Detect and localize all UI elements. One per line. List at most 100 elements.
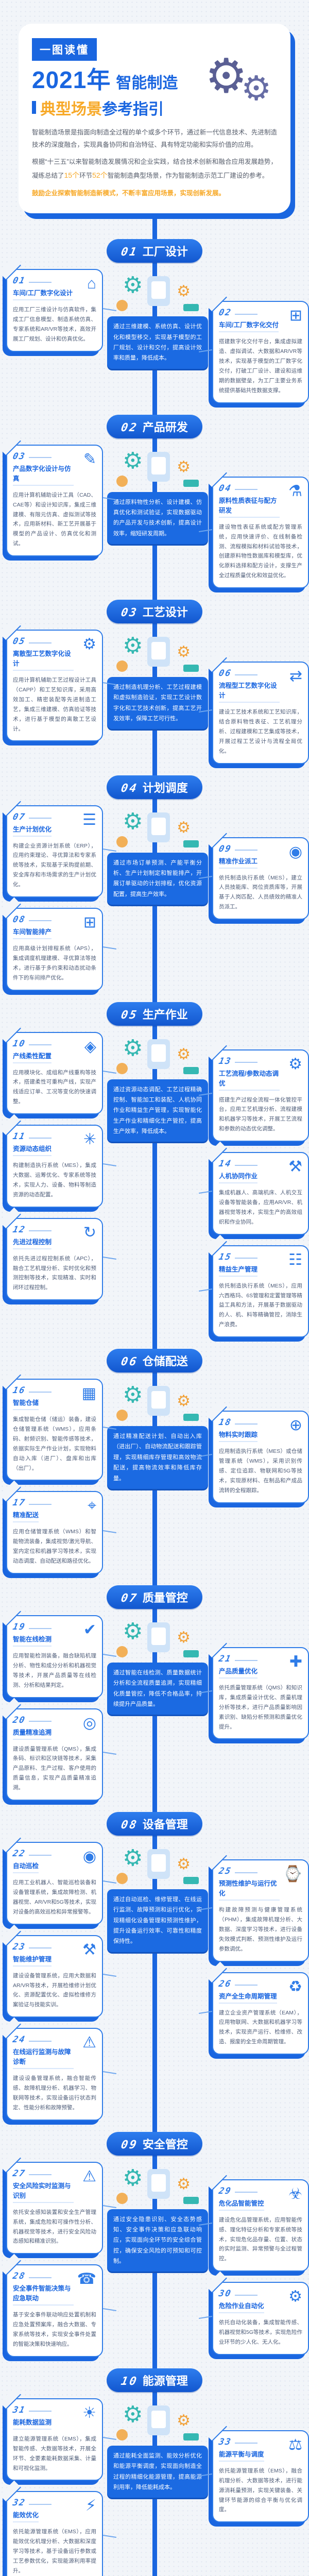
section-title: 生产作业 [142,1008,188,1021]
scenario-card: 17 精准配送 ⌖ 应用仓储管理系统（WMS）和智能物流装备，集成视觉/激光导航… [6,1491,103,1574]
card-icon: ✚ [289,1653,302,1671]
intro-p2-post: 智能制造典型场景，作为智能制造示范工厂建设的参考。 [107,172,269,179]
scenario-card: 26 资产全生命周期管理 ♻ 建立企业资产管理系统（EAM），应用物联网、大数据… [212,1972,309,2055]
right-card-column: 25 预测性维护与运行优化 ⌚ 构建故障预测与健康管理系统（PHM），集成故障机… [212,1859,309,2121]
card-number: 05 [11,636,27,647]
scenario-card: 10 产线柔性配置 ◈ 应用模块化、成组和产线重构等技术，搭建柔性可重构产线，实… [6,1031,103,1115]
card-description: 建立企业资产管理系统（EAM），应用物联网、大数据和机器学习等技术，实现资产运行… [219,2009,302,2045]
card-title: 精准作业派工 [219,856,258,869]
scenario-card: 03 产品数字化设计与仿真 ✎ 应用计算机辅助设计工具（CAD、CAE等）和设计… [6,444,103,557]
card-icon: ⌖ [88,1497,96,1515]
illustration-dot [116,660,128,672]
card-title: 流程型工艺数字化设计 [219,680,280,703]
number-underline [29,1044,52,1046]
card-description: 依托制造执行系统（MES），应用六西格玛、6S管理和定置管理等精益工具和方法，开… [219,1282,302,1328]
left-card-column: 31 能耗数据监测 ☀ 建立能源管理系统（EMS），集成智能传感、大数据等技术，… [6,2398,103,2576]
card-header: 12 先进过程控制 ↻ [12,1225,96,1249]
section-title: 质量管控 [142,1591,188,1605]
center-column: ⚙ ⚙ 通过市场订单预测、产能平衡分析、生产计划制定和智能排产，开展订单驱动的计… [107,805,208,991]
section-columns: 27 安全风险实时监测与识别 ⚠ 依托安全感知装置和安全生产管理系统，集成危险和… [6,2161,309,2357]
number-underline [235,1164,258,1166]
card-number: 31 [11,2404,27,2415]
illustration-dot [116,300,128,312]
card-header: 18 物料实时跟踪 ⊕ [218,1417,302,1443]
illustration-gear-small-icon: ⚙ [177,1393,191,1410]
illustration-gear-small-icon: ⚙ [177,1856,191,1873]
card-icon: ⚙ [288,2288,302,2306]
number-underline [29,642,52,643]
scenario-card: 23 智能维护管理 ⚒ 建设设备管理系统，应用大数据和AR/VR等技术，开展检维… [6,1935,103,2018]
scenario-card: 21 产品质量优化 ✚ 依托质量管理系统（QMS）和知识库，集成质量设计优化、质… [212,1647,309,1740]
card-header: 26 资产全生命周期管理 ♻ [218,1978,302,2004]
card-icon: ⚒ [82,1941,96,1958]
card-header: 31 能耗数据监测 ☀ [11,2404,96,2430]
card-icon: ⊕ [289,1417,302,1434]
number-underline [235,489,258,490]
flow-connector-start [152,213,157,239]
card-header: 14 人机协同作业 ⚒ [218,1159,302,1184]
scenario-card: 15 精益生产管理 ☷ 依托制造执行系统（MES），应用六西格玛、6S管理和定置… [212,1245,309,1338]
center-column: ⚙ ⚙ 通过资源动态调配、工艺过程精确控制、智能加工和装配、人机协同作业和精益生… [107,1032,208,1338]
scenario-card: 20 质量精准追溯 ◎ 建设质量管理系统（QMS），集成条码、标识和区块链等技术… [6,1708,103,1801]
section-columns: 05 离散型工艺数字化设计 ⚙ 应用计算机辅助工艺过程设计工具（CAPP）和工艺… [6,630,309,764]
card-description: 建设设备管理系统，应用大数据和AR/VR等技术，开展检维修计划优化、资源配置优化… [13,1972,96,2008]
card-number: 20 [11,1715,27,1725]
card-title: 工艺流程/参数动态调优 [219,1068,280,1091]
card-title: 危化品智能管控 [219,2198,264,2211]
center-column: ⚙ ⚙ 通过智能在线检测、质量数据统计分析和全流程质量追溯，实现精细化质量管控，… [107,1615,208,1801]
illustration-dot [116,2192,128,2204]
section-summary: 通过能耗全面监测、能效分析优化和能源平衡调度，实现面向制造全过程的精细化能源管理… [107,2445,208,2498]
illustration-screen-inner [151,642,166,660]
card-number: 03 [11,451,27,462]
card-header: 32 能效优化 ⚡ [12,2498,96,2523]
card-description: 集成机器人、高端机床、人机交互设备等智能装备，应用AR/VR、机器视觉等技术，实… [219,1190,302,1225]
illustration-machine-block [183,2433,199,2441]
card-number: 04 [217,483,233,494]
card-header: 30 危险作业自动化 ⚙ [218,2288,302,2314]
number-underline [235,674,258,675]
scenario-card: 24 在线运行监测与故障诊断 ⚠ 建设设备管理系统，融合智能传感、故障机理分析、… [6,2028,103,2121]
section-columns: 31 能耗数据监测 ☀ 建立能源管理系统（EMS），集成智能传感、大数据等技术，… [6,2398,309,2576]
number-underline [29,818,52,819]
right-card-column: 04 原料性质表征与配方研发 ⚗ 建设物性表征系统或配方管理系统，应用快速评价、… [212,462,309,589]
scenario-card: 33 能源平衡与调度 ⚖ 依托能源管理系统（EMS），融合机理分析、大数据等技术… [212,2430,309,2523]
section-columns: 10 产线柔性配置 ◈ 应用模块化、成组和产线重构等技术，搭建柔性可重构产线，实… [6,1031,309,1338]
card-header: 21 产品质量优化 ✚ [218,1653,302,1679]
intro-text: 智能制造场景是指面向制造全过程的单个或多个环节，通过新一代信息技术、先进制造技术… [32,126,277,200]
section-number: 06 [120,1355,139,1369]
subtitle-rest: 参考指引 [102,100,164,118]
intro-paragraph-2: 根据“十三五”以来智能制造发展情况和企业实践，结合技术创新和融合应用发展趋势，凝… [32,156,277,182]
scenario-card: 16 智能仓储 ▦ 集成智能仓储（储运）装备，建设仓储管理系统（WMS），应用条… [6,1379,103,1481]
card-number: 07 [11,811,27,822]
scenario-card: 11 资源动态组织 ✳ 构建制造执行系统（MES），集成大数据、运筹优化、专家系… [6,1125,103,1208]
card-description: 建立能源管理系统（EMS），集成智能传感、大数据等技术，开展全环节、全要素能耗数… [13,2435,96,2471]
card-title: 资产全生命周期管理 [219,1991,277,2004]
illustration-gear-small-icon: ⚙ [177,458,191,476]
card-description: 构建企业资源计划系统（ERP），应用约束理论、寻优算法和专家系统等技术，实现基于… [13,842,96,888]
scenario-card: 01 车间/工厂数字化设计 ⌂ 应用工厂三维设计与仿真软件，集成工厂信息模型、制… [6,269,103,352]
scenario-card: 27 安全风险实时监测与识别 ⚠ 依托安全感知装置和安全生产管理系统，集成危险和… [6,2161,103,2255]
scenario-card: 02 车间/工厂数字化交付 ⊞ 搭建数字化交付平台，集成虚拟建造、虚拟调试、大数… [212,301,309,403]
intro-paragraph-3: 鼓励企业探索智能制造新模式，不断丰富应用场景，实现创新发展。 [32,190,226,197]
card-title: 精益生产管理 [219,1264,258,1277]
number-underline [29,1854,52,1856]
number-underline [235,1659,258,1661]
section-illustration: ⚙ ⚙ [113,2398,202,2443]
left-card-column: 07 生产计划优化 ☰ 构建企业资源计划系统（ERP），应用约束理论、寻优算法和… [6,805,103,991]
scenario-card: 08 车间智能排产 ⊞ 应用高级计划排程系统（APS），集成调度机理建模、寻优算… [6,907,103,991]
card-title: 物料实时跟踪 [219,1429,258,1443]
section-title: 安全管控 [142,2138,188,2151]
illustration-gear-icon: ⚙ [123,808,143,834]
scenario-card: 19 智能在线检测 ✔ 应用智能检测装备，融合缺陷机理分析、物性和成分分析和机器… [6,1615,103,1698]
section-number: 03 [120,606,139,620]
card-description: 建设物性表征系统或配方管理系统，应用快速评价、在线制备检测、流程模拟和材料试验等… [219,523,302,579]
card-icon: ⚠ [82,2034,96,2052]
card-icon: ⚖ [288,2436,302,2453]
card-title: 能耗数据监测 [13,2417,52,2430]
card-title: 生产计划优化 [13,824,52,837]
